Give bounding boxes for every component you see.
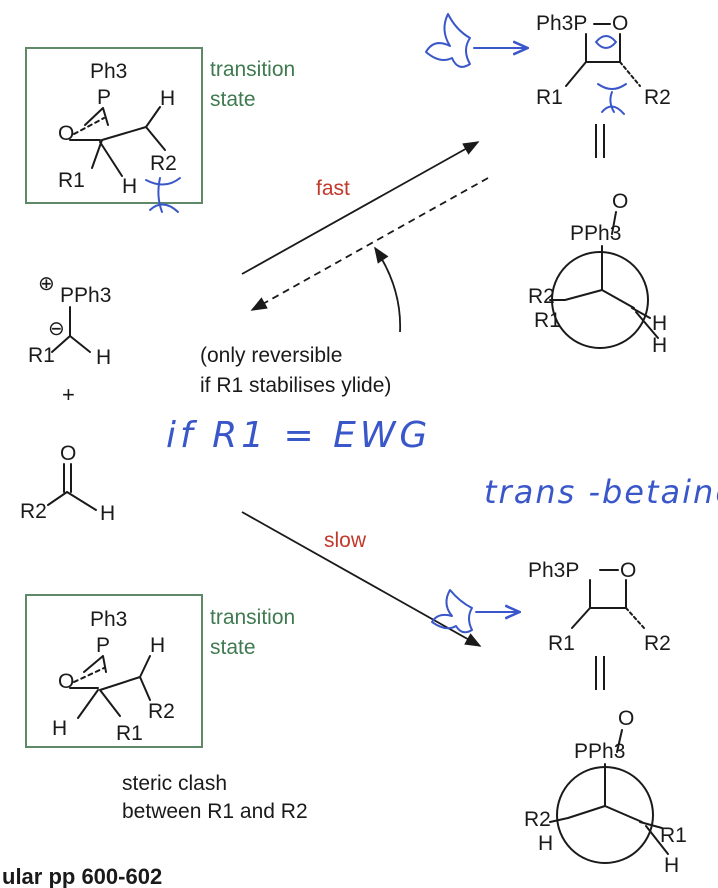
ylide-bonds (51, 306, 91, 353)
bottom-oxaphosphetane: Ph3P O R1 R2 (528, 559, 671, 690)
ts2-ph3: Ph3 (90, 608, 127, 631)
ox2-o: O (620, 559, 636, 582)
reverse-arrow (250, 177, 489, 311)
nm1-pph3: PPh3 (570, 222, 621, 245)
ts-h-bottom: H (122, 175, 137, 198)
nm2-h2: H (664, 854, 679, 877)
pen-squiggle-bottom (431, 589, 473, 634)
nm2-o: O (618, 707, 634, 730)
nm1-h1: H (652, 312, 667, 335)
ts-caption-1: transition (210, 58, 295, 81)
ox1-hash (619, 61, 641, 87)
reversible-note-2: if R1 stabilises ylide) (200, 374, 391, 397)
ylide-h: H (96, 346, 111, 369)
aldehyde: O R2 H (20, 442, 115, 525)
ts2-h-left: H (52, 717, 67, 740)
reversible-note-1: (only reversible (200, 344, 342, 367)
aldehyde-r2: R2 (20, 500, 47, 523)
aldehyde-o: O (60, 442, 76, 465)
pen-squiggle-top (425, 13, 471, 68)
nm2-bonds (549, 729, 669, 855)
top-oxaphosphetane: Ph3P O R1 R2 (536, 12, 671, 158)
bottom-newman: O PPh3 R2 H R1 H (524, 707, 687, 877)
handwritten-trans: trans -betaine (484, 473, 718, 511)
nm1-h2: H (652, 334, 667, 357)
ylide-r1: R1 (28, 344, 55, 367)
ylide-plus: ⊕ (38, 273, 55, 295)
nm2-h1: H (538, 832, 553, 855)
ts-ph3: Ph3 (90, 60, 127, 83)
handwritten-ewg: if R1 = EWG (166, 415, 431, 456)
ts-r2: R2 (150, 152, 177, 175)
pen-ox1-mark (595, 35, 627, 115)
ts2-r1: R1 (116, 722, 143, 745)
ts-o: O (58, 122, 74, 145)
reaction-arrows: fast slow (241, 141, 489, 647)
ox2-r1: R1 (548, 632, 575, 655)
ts2-caption-2: state (210, 636, 256, 659)
aldehyde-bonds (47, 463, 97, 511)
ox2-ph3p: Ph3P (528, 559, 579, 582)
ts2-r2: R2 (148, 700, 175, 723)
ylide-minus: ⊖ (48, 318, 65, 340)
steric-note-1: steric clash (122, 772, 227, 795)
top-transition-state: Ph3 P O H R1 R2 H transition state (25, 47, 295, 213)
ts2-p: P (96, 634, 110, 657)
nm1-o: O (612, 190, 628, 213)
nm1-r1: R1 (534, 309, 561, 332)
slow-arrow (241, 511, 482, 647)
ts2-bonds (69, 655, 151, 719)
nm2-pph3: PPh3 (574, 740, 625, 763)
ox1-ph3p: Ph3P (536, 12, 587, 35)
fast-arrow (241, 141, 480, 275)
aldehyde-h: H (100, 502, 115, 525)
fast-label: fast (316, 177, 350, 200)
ox2-r2: R2 (644, 632, 671, 655)
ox1-r1: R1 (536, 86, 563, 109)
ox1-o: O (612, 12, 628, 35)
ts2-caption-1: transition (210, 606, 295, 629)
curved-arrow (374, 246, 402, 333)
ts-dash (73, 117, 105, 135)
slow-label: slow (324, 529, 367, 552)
ts-box (25, 47, 203, 204)
ts-caption-2: state (210, 88, 256, 111)
ox1-r2: R2 (644, 86, 671, 109)
ox2-hash (625, 607, 645, 629)
nm1-r2: R2 (528, 285, 555, 308)
pen-clash-mark (145, 177, 181, 213)
ylide-pph3: PPh3 (60, 284, 111, 307)
ts-r1: R1 (58, 169, 85, 192)
ts-h-top: H (160, 87, 175, 110)
nm2-r2: R2 (524, 808, 551, 831)
ox1-bonds (565, 23, 621, 87)
steric-note-2: between R1 and R2 (122, 800, 308, 823)
ts-p: P (97, 86, 111, 109)
ox2-bonds (571, 569, 627, 629)
nm2-r1: R1 (660, 824, 687, 847)
top-newman: O PPh3 R2 R1 H H (528, 190, 667, 357)
ts-bonds (69, 106, 166, 177)
ts2-box (25, 594, 203, 748)
nm1-bonds (549, 211, 659, 339)
ts2-o: O (58, 670, 74, 693)
bottom-transition-state: Ph3 P O H H R1 R2 transition state (25, 594, 295, 748)
footer-fragment: ular pp 600-602 (2, 864, 162, 888)
plus-sign: + (62, 382, 75, 407)
ts2-dash (73, 667, 105, 683)
ts2-h-top: H (150, 634, 165, 657)
ylide: ⊕ PPh3 ⊖ R1 H (28, 273, 111, 369)
